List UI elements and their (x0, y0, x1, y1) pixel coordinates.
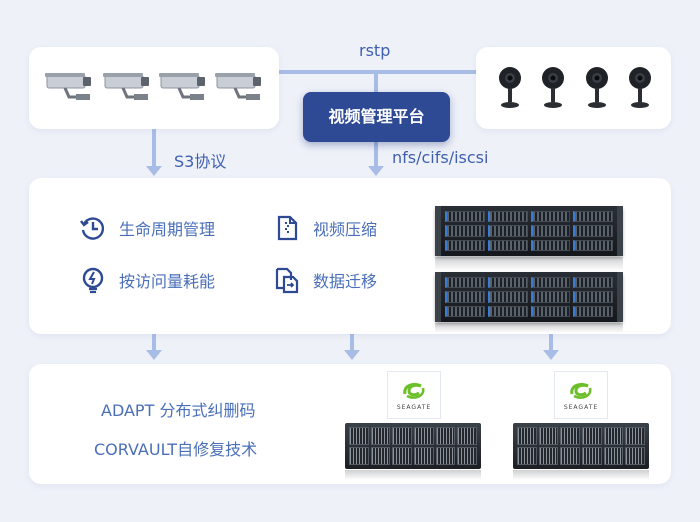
energy-bulb-icon (82, 267, 104, 294)
feature-label: 按访问量耗能 (119, 272, 216, 291)
nfs-arrow-head (368, 166, 384, 176)
jbod-storage (345, 423, 481, 469)
jbod-storage (513, 423, 649, 469)
nfs-connector (374, 140, 378, 168)
lifecycle-icon (80, 217, 105, 240)
feature-label: 视频压缩 (313, 220, 378, 239)
s3-arrow-head (146, 166, 162, 176)
down-connector-2 (350, 334, 354, 352)
nfs-protocol-label: nfs/cifs/iscsi (392, 148, 489, 167)
rstp-line (279, 70, 477, 74)
dome-camera-icon (586, 67, 608, 108)
platform-riser (374, 70, 378, 94)
bullet-camera-icon (103, 73, 149, 100)
seagate-swirl-icon (403, 382, 425, 399)
storage-feature-card: 生命周期管理 视频压缩 按访问量耗能 数据迁移 (29, 178, 671, 334)
feature-label: 生命周期管理 (119, 220, 216, 239)
feature-lifecycle: 生命周期管理 (79, 214, 215, 242)
down-arrow-3 (543, 350, 559, 360)
bullet-camera-card (29, 47, 279, 129)
down-connector-3 (549, 334, 553, 352)
bullet-camera-icon (215, 73, 261, 100)
down-arrow-1 (146, 350, 162, 360)
adapt-technology-label: ADAPT 分布式纠删码 (101, 401, 256, 420)
seagate-logo: SEAGATE (554, 371, 608, 419)
compress-doc-icon (277, 215, 298, 241)
seagate-logo: SEAGATE (387, 371, 441, 419)
down-connector-1 (152, 334, 156, 352)
corvault-technology-label: CORVAULT自修复技术 (94, 440, 258, 459)
storage-hardware-card: ADAPT 分布式纠删码 CORVAULT自修复技术 SEAGATE SEAGA… (29, 364, 671, 484)
video-management-platform: 视频管理平台 (303, 92, 450, 142)
rack-server (435, 272, 623, 322)
seagate-brand-label: SEAGATE (396, 403, 432, 411)
dome-camera-icon (499, 67, 521, 108)
seagate-brand-label: SEAGATE (563, 403, 599, 411)
feature-compression: 视频压缩 (273, 214, 377, 242)
migration-doc-icon (275, 267, 299, 294)
feature-energy: 按访问量耗能 (79, 266, 215, 294)
bullet-camera-icon (159, 73, 205, 100)
s3-protocol-label: S3协议 (174, 152, 227, 171)
dome-camera-icon (542, 67, 564, 108)
seagate-swirl-icon (570, 382, 592, 399)
dome-camera-card (476, 47, 671, 129)
bullet-camera-icon (45, 73, 91, 100)
s3-connector (152, 128, 156, 168)
rstp-label: rstp (359, 41, 391, 60)
feature-label: 数据迁移 (313, 272, 378, 291)
rack-server (435, 206, 623, 256)
down-arrow-2 (344, 350, 360, 360)
dome-camera-icon (629, 67, 651, 108)
feature-migration: 数据迁移 (273, 266, 377, 294)
